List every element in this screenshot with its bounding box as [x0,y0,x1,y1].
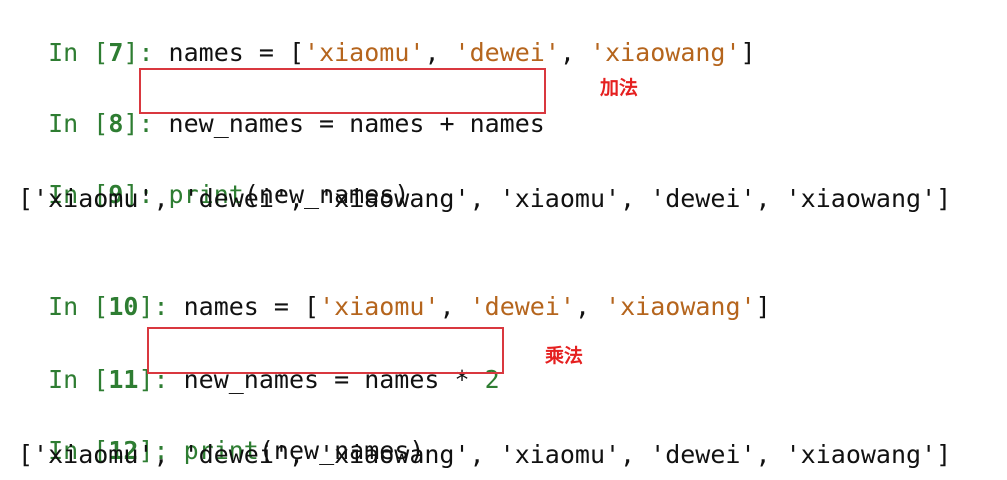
code-text: (new_names) [243,180,410,209]
code-text: (new_names) [258,436,425,465]
code-text: , [574,292,606,321]
code-text: , [424,38,455,67]
cell-10-input[interactable]: In [10]: names = ['xiaomu', 'dewei', 'xi… [18,256,771,324]
string-literal: 'xiaowang' [590,38,741,67]
code-text: ] [755,292,771,321]
input-prompt: In [9]: [48,180,169,209]
builtin-keyword: print [183,436,259,465]
input-prompt: In [11]: [48,365,184,394]
cell-8-input[interactable]: In [8]: new_names = names + names [18,73,545,141]
string-literal: 'xiaomu' [319,292,440,321]
code-text: ] [740,38,756,67]
string-literal: 'xiaomu' [304,38,425,67]
input-prompt: In [12]: [48,436,184,465]
highlight-box-addition [139,68,546,114]
string-literal: 'dewei' [469,292,575,321]
input-prompt: In [7]: [48,38,169,67]
code-text: , [559,38,591,67]
input-prompt: In [10]: [48,292,184,321]
cell-9-input[interactable]: In [9]: print(new_names) [18,144,409,212]
cell-12-input[interactable]: In [12]: print(new_names) [18,400,424,468]
string-literal: 'xiaowang' [605,292,756,321]
cell-7-input[interactable]: In [7]: names = ['xiaomu', 'dewei', 'xia… [18,2,756,70]
builtin-keyword: print [168,180,244,209]
code-text: names = [ [183,292,320,321]
code-text: new_names = names + names [168,109,545,138]
annotation-addition: 加法 [600,77,639,99]
code-text: , [439,292,470,321]
cell-9-output: ['xiaomu', 'dewei', 'xiaowang', 'xiaomu'… [18,184,952,213]
code-text: names = [ [168,38,305,67]
highlight-box-multiplication [147,327,504,374]
string-literal: 'dewei' [454,38,560,67]
annotation-multiplication: 乘法 [545,345,584,367]
cell-11-input[interactable]: In [11]: new_names = names * 2 [18,329,500,397]
cell-12-output: ['xiaomu', 'dewei', 'xiaowang', 'xiaomu'… [18,440,952,469]
